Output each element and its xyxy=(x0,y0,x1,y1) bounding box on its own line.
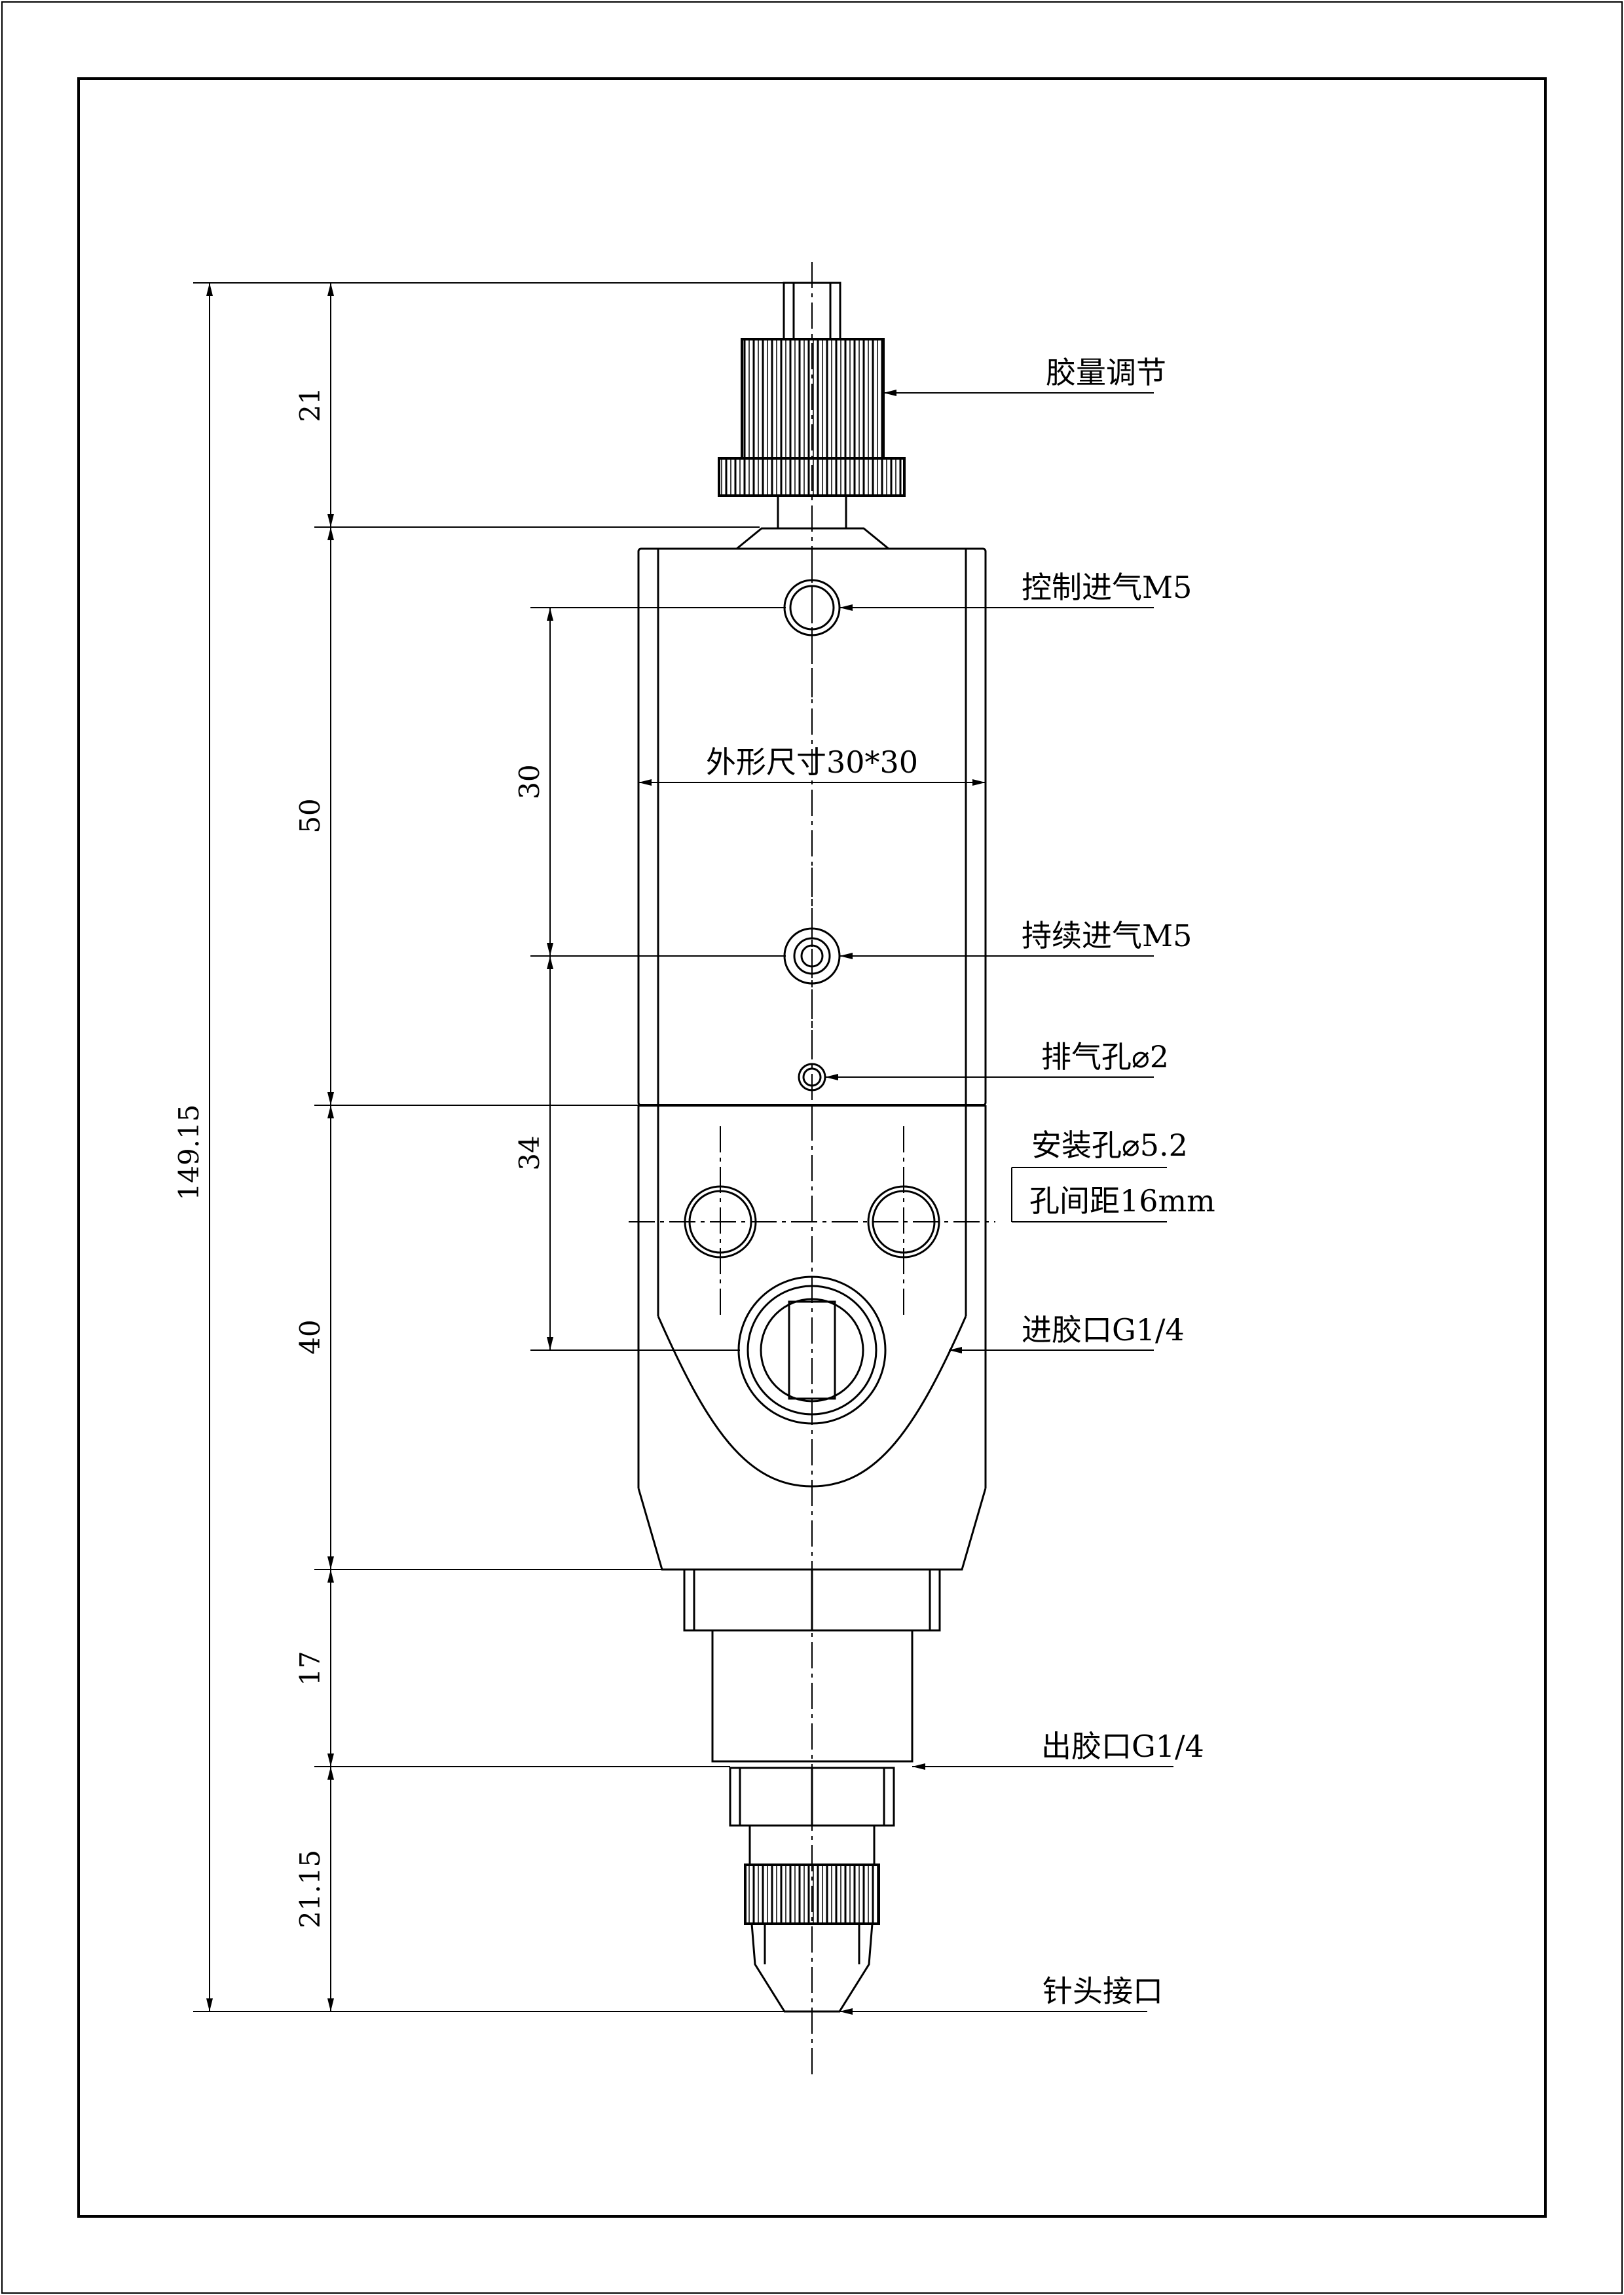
callout-glue-inlet: 进胶口G1/4 xyxy=(1022,1312,1185,1348)
dimension-lines xyxy=(193,282,986,2012)
valve-outline xyxy=(637,282,987,2013)
dim-port-spacing-a: 30 xyxy=(513,764,545,799)
callout-hole-spacing: 孔间距16mm xyxy=(1029,1183,1215,1219)
dim-nut-section: 17 xyxy=(294,1651,326,1685)
center-lines xyxy=(629,262,995,2076)
callout-exhaust: 排气孔⌀2 xyxy=(1041,1039,1169,1074)
callout-leaders xyxy=(825,390,1173,2015)
callout-mount-hole: 安装孔⌀5.2 xyxy=(1031,1128,1188,1163)
callout-continuous-air: 持续进气M5 xyxy=(1022,918,1192,953)
callout-adjust: 胶量调节 xyxy=(1046,355,1166,390)
dim-port-spacing-b: 34 xyxy=(513,1135,545,1170)
dim-overall: 149.15 xyxy=(173,1105,205,1201)
inner-frame xyxy=(77,77,1547,2218)
callout-needle: 针头接口 xyxy=(1043,1974,1163,2009)
dim-lower-body: 40 xyxy=(294,1319,326,1354)
outline-size-label: 外形尺寸30*30 xyxy=(706,744,918,780)
callout-glue-outlet: 出胶口G1/4 xyxy=(1041,1729,1204,1764)
dim-upper-body: 50 xyxy=(294,798,326,833)
callout-control-air: 控制进气M5 xyxy=(1022,570,1192,605)
dim-knob: 21 xyxy=(294,387,326,422)
dim-tip-section: 21.15 xyxy=(294,1850,326,1928)
